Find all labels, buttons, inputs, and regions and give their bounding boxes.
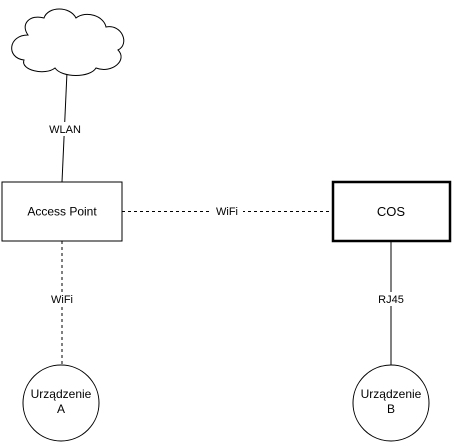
wlan-label-bg bbox=[46, 122, 84, 136]
wifi-ap-device-a-edge-label: WiFi bbox=[51, 294, 73, 306]
wifi-left-label-bg bbox=[46, 292, 78, 306]
device-b-label-line2: B bbox=[387, 402, 395, 416]
device-a-label-line1: Urządzenie bbox=[31, 387, 92, 401]
rj45-edge-label: RJ45 bbox=[378, 294, 404, 306]
wlan-edge-label: WLAN bbox=[49, 124, 81, 136]
device-a-node bbox=[22, 364, 100, 442]
cloud-node bbox=[11, 8, 125, 76]
device-b-label-line1: Urządzenie bbox=[361, 387, 422, 401]
wifi-ap-cos-edge-label: WiFi bbox=[216, 206, 238, 218]
cos-label: COS bbox=[377, 204, 406, 219]
wifi-top-label-bg bbox=[211, 204, 243, 218]
cos-node bbox=[331, 180, 452, 243]
device-a-label-line2: A bbox=[57, 402, 65, 416]
access-point-label: Access Point bbox=[27, 205, 97, 219]
device-b-node bbox=[352, 364, 430, 442]
access-point-node bbox=[1, 181, 123, 242]
rj45-label-bg bbox=[374, 292, 408, 306]
